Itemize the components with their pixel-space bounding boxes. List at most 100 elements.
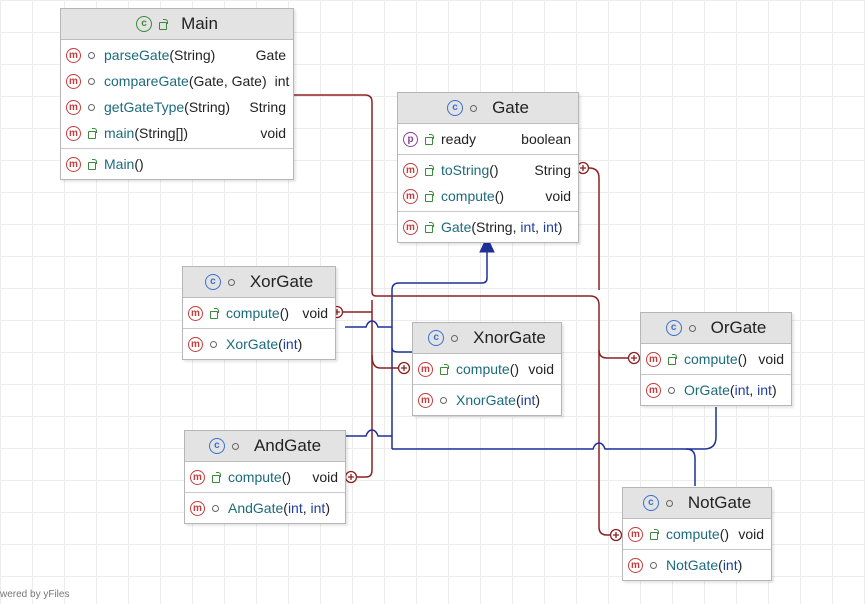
return-type: void <box>738 526 764 542</box>
constructors-section: m AndGate(int, int) <box>185 493 345 523</box>
package-private-icon <box>87 50 97 60</box>
fields-section: p ready boolean <box>398 124 578 155</box>
method-row[interactable]: m getGateType(String) String <box>61 94 293 120</box>
package-private-icon <box>227 277 237 287</box>
constructors-section: m Gate(String, int, int) <box>398 212 578 242</box>
method-row[interactable]: m compute() void <box>185 464 345 490</box>
class-xnorgate[interactable]: c XnorGate m compute() void m XnorGate(i… <box>412 322 562 416</box>
package-private-icon <box>688 323 698 333</box>
method-icon: m <box>418 361 433 377</box>
edge-xor-inherit <box>345 320 392 328</box>
constructor-row[interactable]: m Main() <box>61 151 293 177</box>
class-icon: c <box>642 495 659 511</box>
constructor-row[interactable]: m NotGate(int) <box>623 552 771 578</box>
class-icon: c <box>665 320 682 336</box>
method-row[interactable]: m compareGate(Gate, Gate) int <box>61 68 293 94</box>
methods-section: m compute() void <box>183 298 335 329</box>
edge-not-inherit <box>685 448 696 486</box>
package-private-icon <box>469 103 479 113</box>
package-private-icon <box>649 560 659 570</box>
constructor-row[interactable]: m OrGate(int, int) <box>641 377 791 403</box>
edge-and-inherit <box>346 429 392 437</box>
main-class-icon: c <box>136 16 153 32</box>
method-icon: m <box>66 156 81 172</box>
return-type: String <box>534 162 571 178</box>
method-icon: m <box>190 500 205 516</box>
method-row[interactable]: m compute() void <box>623 521 771 547</box>
constructors-section: m Main() <box>61 149 293 179</box>
method-row[interactable]: m compute() void <box>398 183 578 209</box>
public-icon <box>158 19 169 30</box>
return-type: int <box>274 73 290 89</box>
return-type: void <box>302 305 328 321</box>
class-orgate-header: c OrGate <box>641 313 791 344</box>
class-xnorgate-header: c XnorGate <box>413 323 561 354</box>
property-icon: p <box>403 131 418 147</box>
method-row[interactable]: m compute() void <box>183 300 335 326</box>
constructor-row[interactable]: m XorGate(int) <box>183 331 335 357</box>
public-icon <box>667 354 677 365</box>
property-type: boolean <box>521 131 571 147</box>
methods-section: m compute() void <box>623 519 771 550</box>
public-icon <box>87 128 97 139</box>
return-type: String <box>249 99 286 115</box>
method-row[interactable]: m parseGate(String) Gate <box>61 42 293 68</box>
return-type: void <box>260 125 286 141</box>
method-icon: m <box>418 392 433 408</box>
class-orgate[interactable]: c OrGate m compute() void m OrGate(int, … <box>640 312 792 406</box>
return-type: void <box>758 351 784 367</box>
package-private-icon <box>439 395 449 405</box>
constructor-row[interactable]: m AndGate(int, int) <box>185 495 345 521</box>
edge-xnor-inner <box>371 354 400 369</box>
class-title: Gate <box>492 98 529 117</box>
method-icon: m <box>628 526 643 542</box>
class-andgate[interactable]: c AndGate m compute() void m AndGate(int… <box>184 430 346 524</box>
property-row[interactable]: p ready boolean <box>398 126 578 152</box>
method-icon: m <box>628 557 643 573</box>
public-icon <box>209 308 219 319</box>
abstract-class-icon: c <box>447 100 464 116</box>
class-andgate-header: c AndGate <box>185 431 345 462</box>
method-row[interactable]: m toString() String <box>398 157 578 183</box>
constructors-section: m OrGate(int, int) <box>641 375 791 405</box>
method-icon: m <box>188 305 203 321</box>
return-type: Gate <box>255 47 286 63</box>
public-icon <box>424 165 434 176</box>
public-icon <box>424 134 434 145</box>
edge-or-inner <box>598 349 634 359</box>
package-private-icon <box>87 102 97 112</box>
return-type: void <box>312 469 338 485</box>
public-icon <box>424 222 434 233</box>
constructor-row[interactable]: m XnorGate(int) <box>413 387 561 413</box>
public-icon <box>649 529 659 540</box>
class-notgate[interactable]: c NotGate m compute() void m NotGate(int… <box>622 487 772 581</box>
constructors-section: m NotGate(int) <box>623 550 771 580</box>
public-icon <box>439 364 449 375</box>
return-type: void <box>528 361 554 377</box>
public-icon <box>211 472 221 483</box>
method-row[interactable]: m compute() void <box>413 356 561 382</box>
method-row[interactable]: m compute() void <box>641 346 791 372</box>
constructors-section: m XorGate(int) <box>183 329 335 359</box>
class-title: NotGate <box>687 493 752 512</box>
class-notgate-header: c NotGate <box>623 488 771 519</box>
class-main-header: c Main <box>61 9 293 40</box>
method-row[interactable]: m main(String[]) void <box>61 120 293 146</box>
class-main[interactable]: c Main m parseGate(String) Gate m compar… <box>60 8 294 180</box>
package-private-icon <box>665 498 675 508</box>
constructors-section: m XnorGate(int) <box>413 385 561 415</box>
yfiles-watermark: wered by yFiles <box>0 589 70 600</box>
public-icon <box>424 191 434 202</box>
methods-section: m compute() void <box>185 462 345 493</box>
package-private-icon <box>87 76 97 86</box>
edge-xnor-inherit <box>391 347 412 353</box>
package-private-icon <box>667 385 677 395</box>
method-icon: m <box>66 47 81 63</box>
package-private-icon <box>209 339 219 349</box>
class-xorgate[interactable]: c XorGate m compute() void m XorGate(int… <box>182 266 336 360</box>
methods-section: m toString() String m compute() void <box>398 155 578 212</box>
class-title: OrGate <box>710 318 767 337</box>
constructor-row[interactable]: m Gate(String, int, int) <box>398 214 578 240</box>
class-icon: c <box>208 438 225 454</box>
class-gate[interactable]: c Gate p ready boolean m toString() Stri… <box>397 92 579 243</box>
